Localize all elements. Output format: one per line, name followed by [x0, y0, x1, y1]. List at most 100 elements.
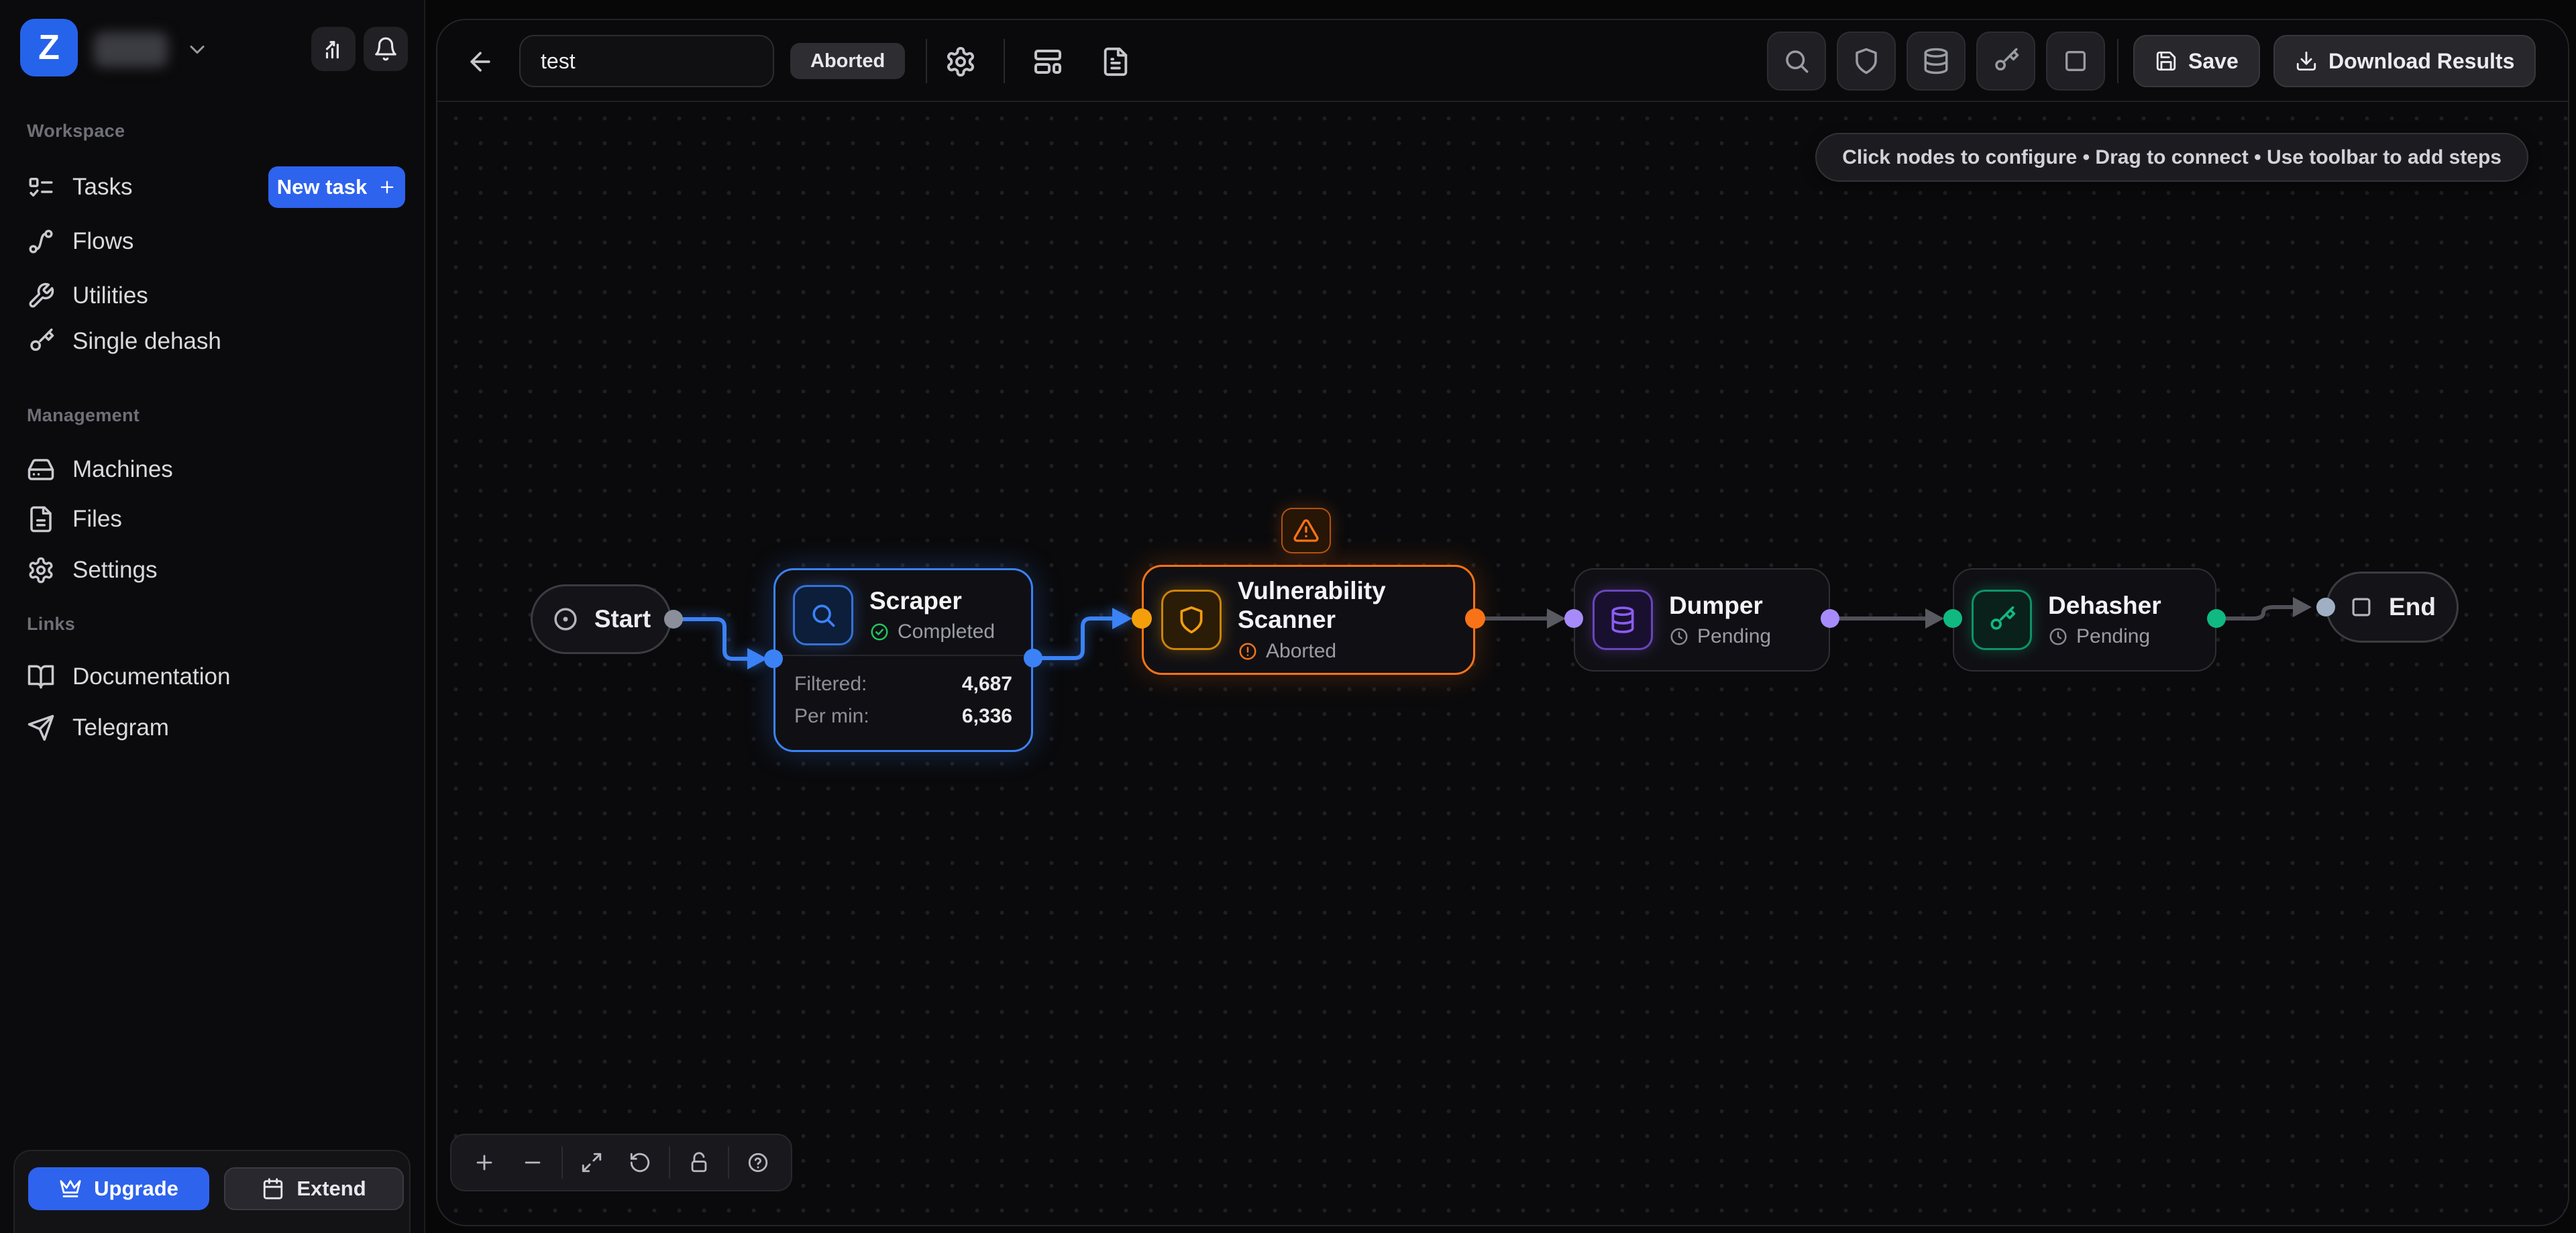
lock-toggle-button[interactable]	[680, 1143, 718, 1182]
new-task-button[interactable]: New task	[268, 166, 405, 208]
edge-start-scraper	[672, 617, 749, 661]
zoom-out-button[interactable]	[513, 1143, 552, 1182]
node-dumper[interactable]: Dumper Pending	[1574, 568, 1830, 672]
node-title: Dehasher	[2048, 591, 2161, 619]
database-icon	[1924, 48, 1948, 74]
section-label-management: Management	[27, 405, 140, 425]
square-icon	[2352, 598, 2371, 616]
bell-icon	[375, 37, 396, 61]
rotate-ccw-icon	[630, 1152, 650, 1173]
square-icon	[2065, 51, 2086, 71]
add-vulnerability-scanner-button[interactable]	[1837, 32, 1896, 91]
upgrade-label: Upgrade	[94, 1177, 178, 1200]
database-icon	[1593, 590, 1653, 650]
hard-drive-icon	[28, 459, 54, 480]
sidebar-item-machines[interactable]: Machines	[16, 447, 408, 492]
section-label-workspace: Workspace	[27, 121, 125, 141]
wrench-icon	[29, 282, 54, 308]
stat-label: Filtered:	[794, 673, 867, 695]
sidebar-item-flows[interactable]: Flows	[16, 219, 408, 264]
stats-button[interactable]	[311, 27, 356, 71]
flows-icon	[29, 229, 53, 254]
file-icon	[30, 506, 52, 533]
gear-icon	[29, 557, 53, 584]
sidebar-item-documentation[interactable]: Documentation	[16, 655, 408, 699]
sidebar-item-label: Single dehash	[72, 328, 221, 354]
sidebar-item-telegram[interactable]: Telegram	[16, 706, 408, 750]
tasks-icon	[29, 178, 53, 197]
add-dumper-button[interactable]	[1907, 32, 1966, 91]
save-icon	[2156, 51, 2176, 71]
sidebar-item-label: Files	[72, 506, 122, 532]
node-status-label: Pending	[2076, 625, 2151, 648]
sidebar-item-files[interactable]: Files	[16, 497, 408, 541]
sidebar-item-utilities[interactable]: Utilities	[16, 274, 408, 318]
canvas-controls	[450, 1134, 792, 1191]
logo-letter: Z	[38, 28, 60, 67]
app-logo[interactable]: Z	[20, 19, 78, 76]
back-arrow-icon[interactable]	[466, 47, 495, 76]
upgrade-button[interactable]: Upgrade	[28, 1167, 209, 1210]
help-circle-icon	[748, 1152, 768, 1173]
controls-divider	[669, 1146, 670, 1179]
sidebar-item-single-dehash[interactable]: Single dehash	[16, 319, 408, 364]
sidebar-item-label: Flows	[72, 228, 134, 254]
edge-dehasher-end	[2214, 605, 2295, 621]
flow-editor-panel: Aborted Save Download	[436, 19, 2569, 1226]
stat-label: Per min:	[794, 705, 869, 727]
node-vulnerability-scanner[interactable]: Vulnerability Scanner Aborted	[1142, 565, 1475, 675]
reset-view-button[interactable]	[621, 1143, 659, 1182]
task-name-input[interactable]	[519, 35, 774, 87]
zoom-in-button[interactable]	[465, 1143, 504, 1182]
node-status-label: Pending	[1697, 625, 1772, 648]
editor-toolbar: Aborted Save Download	[437, 20, 2568, 102]
save-button[interactable]: Save	[2133, 35, 2260, 87]
shield-icon	[1856, 48, 1877, 74]
node-start[interactable]: Start	[531, 584, 672, 654]
shield-icon	[1161, 590, 1222, 650]
section-label-links: Links	[27, 614, 76, 634]
stat-row: Filtered: 4,687	[794, 668, 1012, 700]
toolbar-divider	[1004, 39, 1005, 83]
fit-view-button[interactable]	[572, 1143, 611, 1182]
chevron-down-icon[interactable]	[185, 38, 209, 62]
node-status: Completed	[869, 621, 995, 643]
sidebar-item-settings[interactable]: Settings	[16, 548, 408, 592]
account-name-redacted	[94, 32, 168, 67]
node-start-label: Start	[594, 605, 651, 633]
settings-gear-icon[interactable]	[945, 46, 977, 78]
sidebar-item-label: Machines	[72, 456, 173, 482]
clock-icon	[1670, 628, 1688, 645]
node-end[interactable]: End	[2326, 572, 2459, 643]
download-results-label: Download Results	[2328, 48, 2515, 73]
flow-canvas[interactable]: Click nodes to configure • Drag to conne…	[437, 102, 2568, 1225]
minus-icon	[525, 1161, 541, 1164]
add-scraper-button[interactable]	[1767, 32, 1826, 91]
download-results-button[interactable]: Download Results	[2273, 35, 2536, 87]
notifications-button[interactable]	[364, 27, 408, 71]
status-badge: Aborted	[790, 43, 906, 79]
crown-icon	[60, 1180, 81, 1197]
add-end-button[interactable]	[2046, 32, 2105, 91]
node-status: Pending	[1669, 625, 1771, 648]
help-button[interactable]	[739, 1143, 777, 1182]
node-title: Dumper	[1669, 591, 1763, 619]
sidebar: Z Workspace Tasks New task Flows Utiliti…	[0, 0, 425, 1233]
node-end-label: End	[2389, 593, 2436, 621]
extend-button[interactable]: Extend	[224, 1167, 404, 1210]
alert-triangle-icon	[1293, 519, 1319, 542]
file-text-icon[interactable]	[1100, 46, 1131, 77]
sidebar-item-tasks[interactable]: Tasks	[16, 165, 408, 209]
search-icon	[793, 585, 853, 645]
stat-value: 4,687	[961, 673, 1012, 695]
node-status: Aborted	[1238, 640, 1456, 663]
warning-badge[interactable]	[1281, 508, 1331, 553]
node-scraper[interactable]: Scraper Completed Filtered: 4,687 Per mi…	[773, 568, 1033, 752]
layout-icon[interactable]	[1032, 46, 1064, 78]
add-dehasher-button[interactable]	[1976, 32, 2035, 91]
sidebar-item-label: Documentation	[72, 663, 231, 690]
controls-divider	[561, 1146, 563, 1179]
unlock-icon	[691, 1152, 707, 1173]
stat-value: 6,336	[961, 705, 1012, 727]
node-dehasher[interactable]: Dehasher Pending	[1953, 568, 2216, 672]
